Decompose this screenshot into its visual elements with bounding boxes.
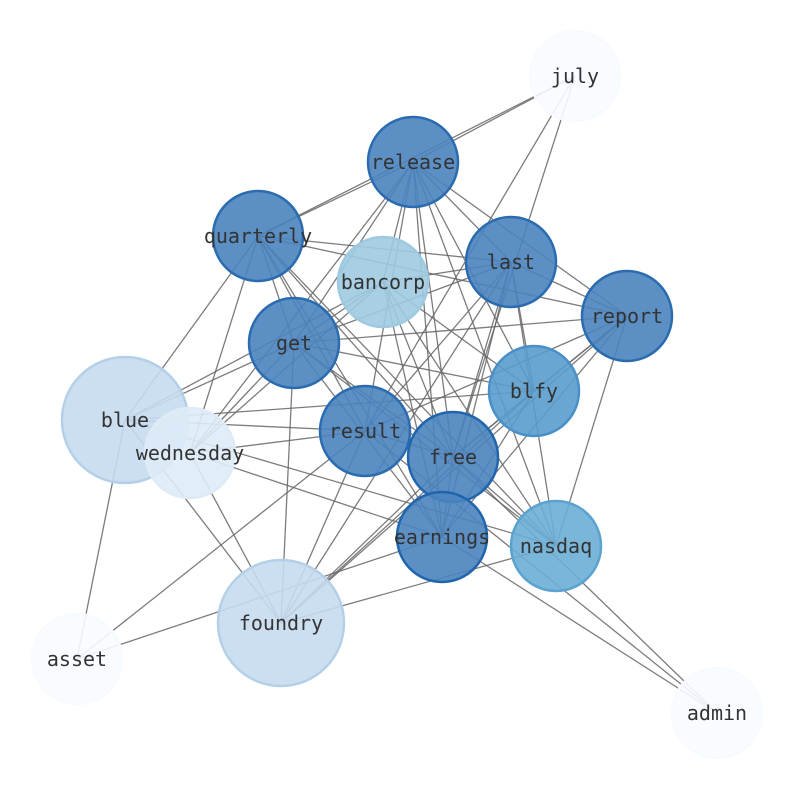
node-label: july: [551, 64, 599, 88]
node-circle[interactable]: [487, 344, 581, 438]
node-circle[interactable]: [464, 215, 558, 309]
edge-earnings-admin: [441, 536, 718, 714]
node-quarterly[interactable]: quarterly: [204, 189, 312, 283]
node-blfy[interactable]: blfy: [487, 344, 581, 438]
node-get[interactable]: get: [247, 296, 341, 390]
node-earnings[interactable]: earnings: [394, 490, 490, 584]
node-circle[interactable]: [528, 29, 622, 123]
node-label: asset: [47, 647, 107, 671]
node-label: result: [329, 419, 401, 443]
edge-release-free: [412, 161, 454, 458]
node-label: blue: [101, 408, 149, 432]
nodes-layer: july release quarterly last bancorp report get…: [30, 29, 764, 760]
edge-result-asset: [76, 430, 366, 660]
node-circle[interactable]: [580, 269, 674, 363]
node-circle[interactable]: [366, 115, 460, 209]
edge-release-nasdaq: [412, 161, 557, 547]
node-july[interactable]: july: [528, 29, 622, 123]
node-label: foundry: [239, 611, 323, 635]
edge-report-get: [293, 315, 628, 344]
node-last[interactable]: last: [464, 215, 558, 309]
edge-quarterly-free: [257, 235, 454, 458]
node-wednesday[interactable]: wednesday: [136, 406, 244, 500]
node-label: admin: [687, 701, 747, 725]
node-circle[interactable]: [247, 296, 341, 390]
node-circle[interactable]: [318, 384, 412, 478]
node-label: free: [429, 445, 477, 469]
edge-quarterly-nasdaq: [257, 235, 557, 547]
node-circle[interactable]: [336, 235, 430, 329]
node-circle[interactable]: [395, 490, 489, 584]
node-circle[interactable]: [216, 558, 346, 688]
node-free[interactable]: free: [406, 410, 500, 504]
node-label: bancorp: [341, 270, 425, 294]
node-asset[interactable]: asset: [30, 612, 124, 706]
node-label: quarterly: [204, 224, 312, 248]
edge-quarterly-report: [257, 235, 628, 317]
node-label: earnings: [394, 525, 490, 549]
node-label: nasdaq: [520, 534, 592, 558]
node-label: blfy: [510, 379, 558, 403]
node-circle[interactable]: [143, 406, 237, 500]
node-bancorp[interactable]: bancorp: [336, 235, 430, 329]
node-result[interactable]: result: [318, 384, 412, 478]
node-label: last: [487, 250, 535, 274]
node-label: wednesday: [136, 441, 244, 465]
node-circle[interactable]: [30, 612, 124, 706]
node-foundry[interactable]: foundry: [216, 558, 346, 688]
node-label: release: [371, 150, 455, 174]
node-admin[interactable]: admin: [670, 666, 764, 760]
node-circle[interactable]: [670, 666, 764, 760]
node-circle[interactable]: [509, 499, 603, 593]
node-report[interactable]: report: [580, 269, 674, 363]
node-circle[interactable]: [211, 189, 305, 283]
node-label: get: [276, 331, 312, 355]
node-label: report: [591, 304, 663, 328]
node-nasdaq[interactable]: nasdaq: [509, 499, 603, 593]
node-release[interactable]: release: [366, 115, 460, 209]
edge-free-admin: [452, 456, 718, 714]
